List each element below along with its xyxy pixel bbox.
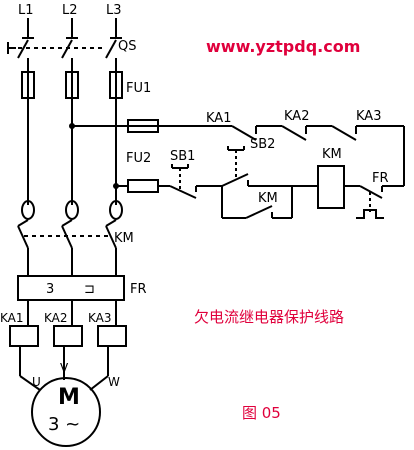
motor-phase: 3 ~ bbox=[48, 414, 80, 435]
label-L2: L2 bbox=[62, 3, 78, 18]
website-url: www.yztpdq.com bbox=[206, 37, 360, 56]
km-main-contacts bbox=[17, 219, 117, 270]
caption: 欠电流继电器保护线路 bbox=[194, 308, 344, 326]
control-rail-top bbox=[72, 119, 405, 186]
label-KA2-contact: KA2 bbox=[284, 109, 309, 124]
label-W: W bbox=[108, 375, 120, 389]
fr-thermal-symbol: ⊐ bbox=[84, 282, 95, 297]
label-FU1: FU1 bbox=[126, 81, 151, 96]
main-lines-top bbox=[27, 18, 117, 38]
label-L3: L3 bbox=[106, 3, 122, 18]
label-KA1-contact: KA1 bbox=[206, 111, 231, 126]
label-KA2: KA2 bbox=[44, 311, 68, 325]
label-KA3-contact: KA3 bbox=[356, 109, 381, 124]
label-SB2: SB2 bbox=[250, 137, 275, 152]
fr-overload-block bbox=[17, 270, 125, 310]
fr-count: 3 bbox=[46, 282, 54, 297]
motor-letter: M bbox=[58, 385, 80, 410]
motor bbox=[31, 377, 101, 447]
label-FR-main: FR bbox=[130, 282, 147, 297]
terminal-loops bbox=[21, 200, 123, 220]
label-KM-aux: KM bbox=[258, 191, 278, 206]
label-SB1: SB1 bbox=[170, 149, 195, 164]
control-rail-bottom bbox=[116, 146, 404, 219]
label-FR-contact: FR bbox=[372, 171, 389, 186]
label-KM-coil: KM bbox=[322, 147, 342, 162]
label-KM-main: KM bbox=[114, 231, 134, 246]
label-KA3: KA3 bbox=[88, 311, 112, 325]
label-L1: L1 bbox=[18, 3, 34, 18]
figure-label: 图 05 bbox=[242, 404, 281, 422]
label-FU2: FU2 bbox=[126, 151, 151, 166]
label-V: V bbox=[60, 361, 69, 375]
fu1-fuses bbox=[21, 71, 123, 99]
qs-switch bbox=[7, 37, 122, 72]
main-lines-middle bbox=[27, 98, 117, 205]
label-U: U bbox=[32, 375, 41, 389]
ka-relay-coils bbox=[9, 310, 127, 391]
label-QS: QS bbox=[118, 39, 136, 54]
label-KA1: KA1 bbox=[0, 311, 24, 325]
